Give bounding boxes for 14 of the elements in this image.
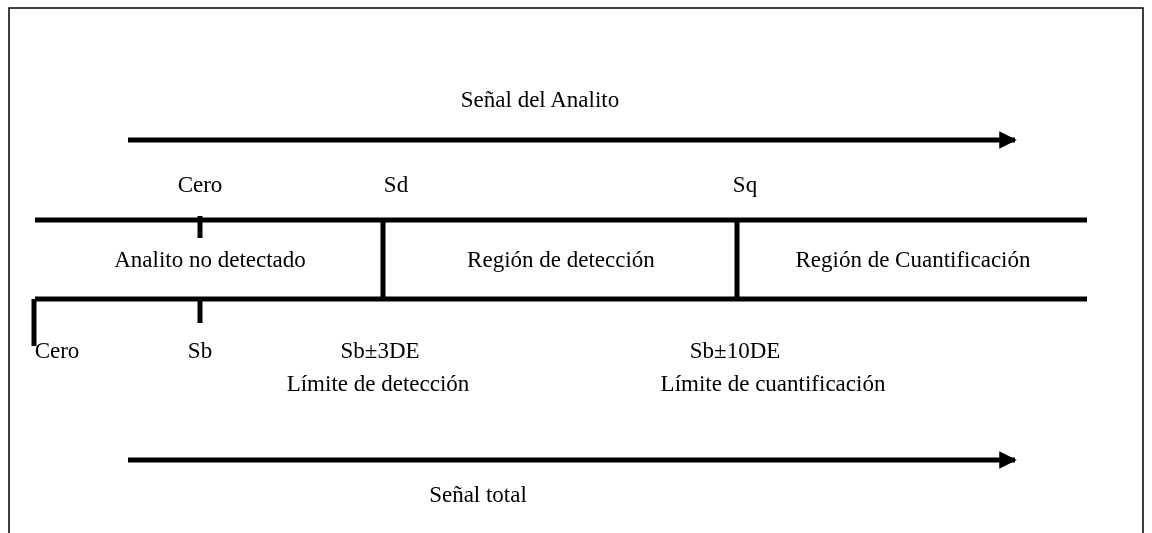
region-label: Analito no detectado: [114, 246, 306, 274]
limit-label: Límite de detección: [286, 371, 470, 397]
axis-title: Señal del Analito: [460, 87, 620, 113]
scale-label: Sq: [732, 172, 758, 198]
axis-title: Señal total: [429, 482, 527, 508]
region-label: Región de detección: [467, 246, 655, 274]
scale-label: Sd: [383, 172, 409, 198]
scale-label: Cero: [34, 338, 80, 364]
region-label: Región de Cuantificación: [795, 246, 1031, 274]
scale-label: Sb: [187, 338, 213, 364]
scale-label: Cero: [177, 172, 223, 198]
scale-label: Sb±10DE: [689, 338, 781, 364]
scale-label: Sb±3DE: [340, 338, 420, 364]
limit-label: Límite de cuantificación: [660, 371, 886, 397]
